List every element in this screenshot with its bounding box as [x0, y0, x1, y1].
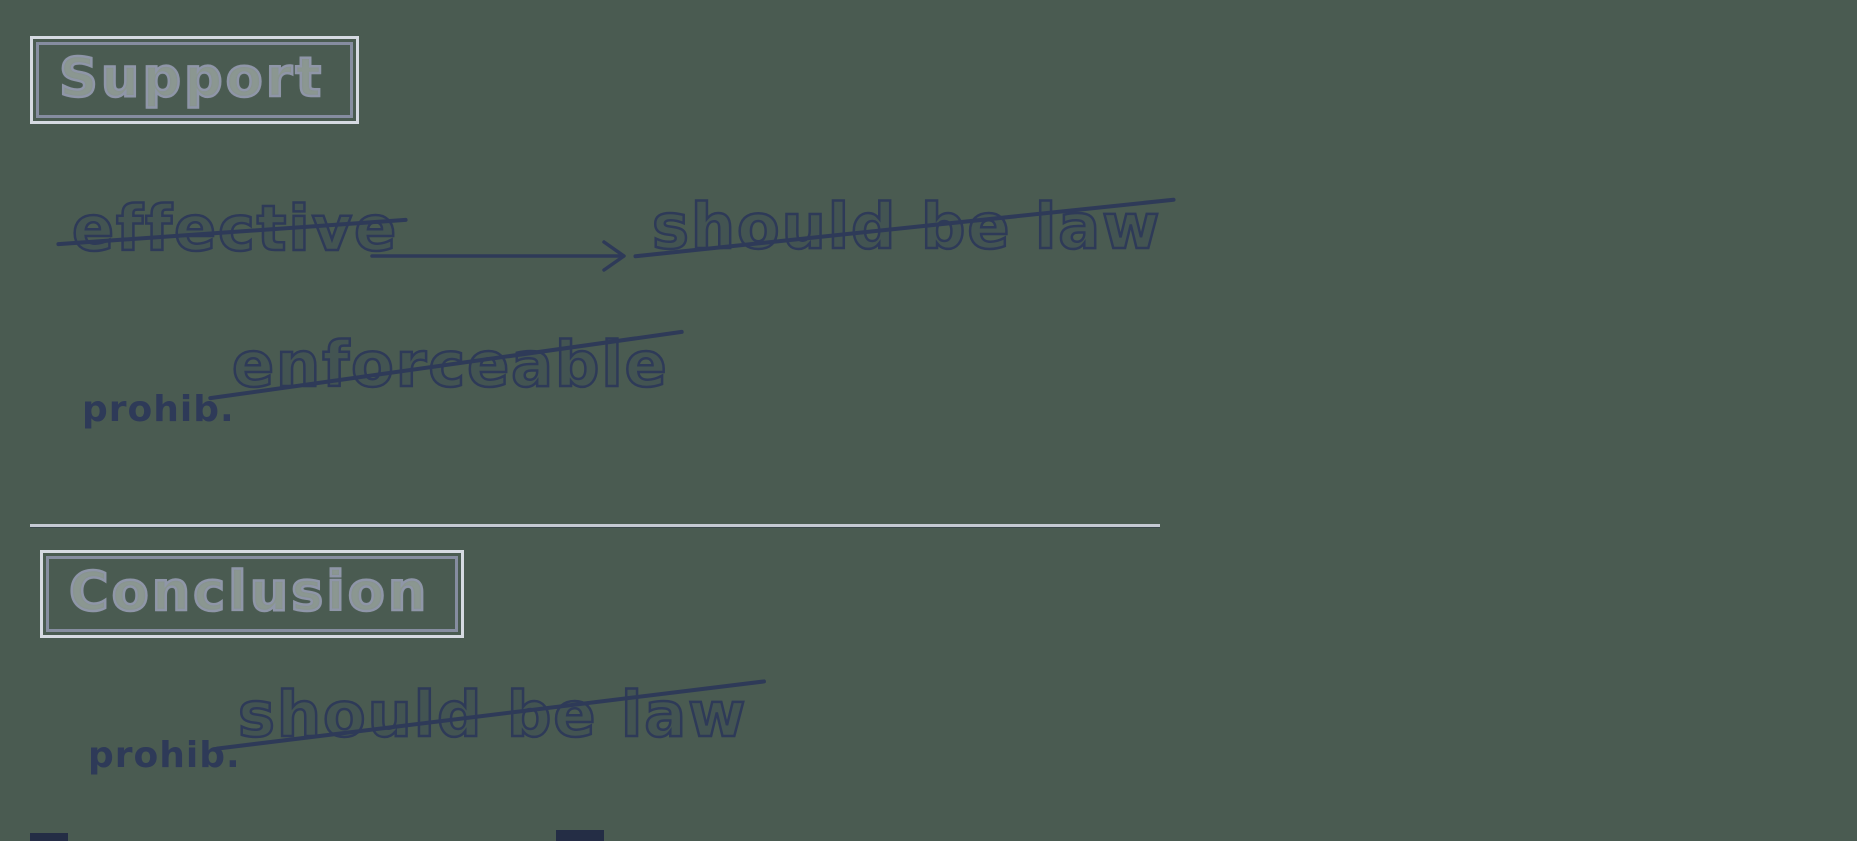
section-divider: [30, 524, 1160, 527]
conclusion-label-box: Conclusion: [40, 550, 465, 638]
premise1-antecedent: effective: [55, 196, 408, 261]
conclusion-label-box-inner: Conclusion: [46, 556, 459, 632]
conclusion-label: Conclusion: [68, 560, 430, 623]
conclusion-prefix: prohib.: [88, 735, 241, 776]
support-label: Support: [58, 46, 325, 109]
premise1-consequent: should be law: [632, 194, 1176, 259]
cutoff-box-fragment: [556, 830, 604, 841]
conclusion-term: should be law: [214, 678, 766, 751]
support-label-box: Support: [30, 36, 360, 124]
term-enforceable: enforceable: [231, 328, 669, 401]
term-should-be-law: should be law: [651, 190, 1162, 263]
premise2-term: enforceable: [207, 329, 685, 400]
implication-arrow: [368, 232, 636, 284]
premise2-prefix: prohib.: [82, 389, 235, 430]
cutoff-box-fragment: [30, 833, 68, 841]
term-should-be-law: should be law: [237, 678, 748, 751]
support-label-box-inner: Support: [36, 42, 354, 118]
term-effective: effective: [71, 192, 399, 265]
